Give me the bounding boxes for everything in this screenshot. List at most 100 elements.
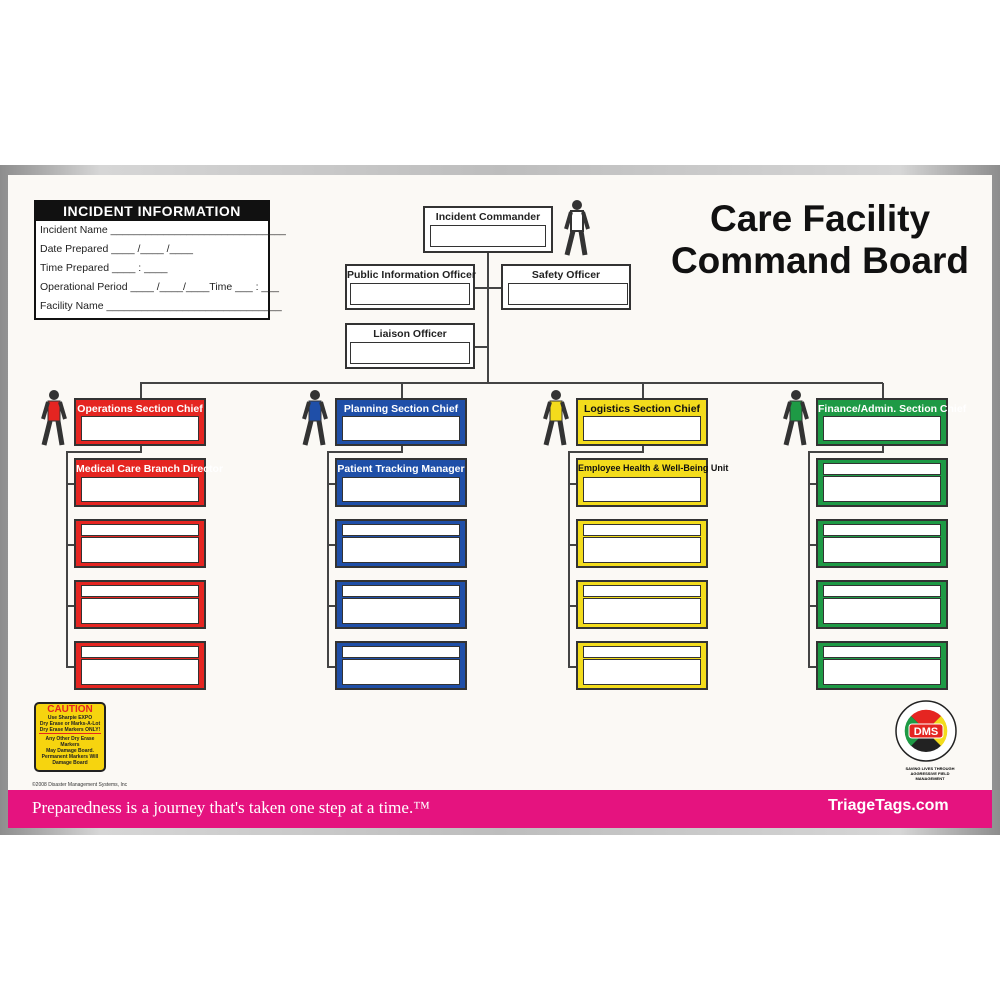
unit-box — [576, 641, 708, 690]
connector — [475, 287, 501, 289]
connector — [808, 605, 816, 607]
connector — [487, 253, 489, 384]
name-field[interactable] — [81, 477, 199, 502]
name-field[interactable] — [81, 598, 199, 624]
liaison-officer-box: Liaison Officer — [345, 323, 475, 369]
title-field[interactable] — [342, 646, 460, 658]
section-chief-box: Operations Section Chief — [74, 398, 206, 446]
name-field[interactable] — [81, 659, 199, 685]
caution-line: Any Other Dry Erase Markers — [45, 736, 95, 748]
connector — [327, 451, 403, 453]
connector — [327, 666, 335, 668]
name-field[interactable] — [350, 342, 470, 364]
title-line-2: Command Board — [670, 240, 970, 281]
title-field[interactable] — [583, 646, 701, 658]
connector — [568, 451, 644, 453]
caution-line: Use Sharpie EXPO — [47, 715, 93, 721]
facility-name-row: Facility Name __________________________… — [40, 300, 282, 312]
section-chief-box: Planning Section Chief — [335, 398, 467, 446]
name-field[interactable] — [342, 659, 460, 685]
connector — [568, 544, 576, 546]
name-field[interactable] — [583, 416, 701, 441]
logo-text: DMS — [914, 726, 938, 738]
name-field[interactable] — [823, 598, 941, 624]
incident-commander-box: Incident Commander — [423, 206, 553, 253]
caution-line: Damage Board — [52, 760, 88, 766]
website-link[interactable]: TriageTags.com — [828, 797, 949, 814]
unit-box: Patient Tracking Manager — [335, 458, 467, 507]
name-field[interactable] — [342, 416, 460, 441]
connector — [808, 451, 884, 453]
name-field[interactable] — [823, 537, 941, 563]
connector — [66, 451, 68, 667]
connector — [642, 383, 644, 398]
name-field[interactable] — [583, 477, 701, 502]
title-field[interactable] — [823, 585, 941, 597]
title-field[interactable] — [583, 585, 701, 597]
unit-box: Medical Care Branch Director — [74, 458, 223, 507]
name-field[interactable] — [823, 416, 941, 441]
box-label: Finance/Admin. Section Chief — [818, 403, 967, 415]
name-field[interactable] — [430, 225, 546, 247]
box-label: Safety Officer — [531, 269, 601, 281]
title-field[interactable] — [583, 524, 701, 536]
connector — [808, 666, 816, 668]
name-field[interactable] — [823, 476, 941, 502]
title-field[interactable] — [342, 585, 460, 597]
title-field[interactable] — [823, 463, 941, 475]
copyright: ©2008 Disaster Management Systems, Inc — [32, 782, 128, 788]
connector — [882, 383, 884, 398]
name-field[interactable] — [342, 537, 460, 563]
unit-box — [576, 580, 708, 629]
title-field[interactable] — [342, 524, 460, 536]
title-field[interactable] — [823, 646, 941, 658]
connector — [808, 544, 816, 546]
incident-info-heading: INCIDENT INFORMATION — [36, 202, 268, 221]
name-field[interactable] — [583, 537, 701, 563]
name-field[interactable] — [81, 416, 199, 441]
name-field[interactable] — [350, 283, 470, 305]
connector — [140, 382, 883, 384]
section-chief-box: Finance/Admin. Section Chief — [816, 398, 967, 446]
connector — [401, 383, 403, 398]
box-label: Planning Section Chief — [343, 403, 459, 415]
unit-box — [74, 641, 206, 690]
safety-officer-box: Safety Officer — [501, 264, 631, 310]
box-label: Operations Section Chief — [77, 403, 203, 415]
name-field[interactable] — [81, 537, 199, 563]
unit-box — [335, 641, 467, 690]
name-field[interactable] — [342, 598, 460, 624]
name-field[interactable] — [583, 659, 701, 685]
unit-box — [335, 580, 467, 629]
unit-box — [816, 580, 948, 629]
person-icon — [564, 200, 590, 256]
connector — [327, 483, 335, 485]
connector — [568, 666, 576, 668]
title-field[interactable] — [81, 585, 199, 597]
caution-heading: CAUTION — [47, 704, 93, 715]
connector — [882, 446, 884, 452]
name-field[interactable] — [823, 659, 941, 685]
date-prepared-row: Date Prepared ____ /____ /____ — [40, 243, 193, 255]
title-line-1: Care Facility — [709, 198, 931, 239]
incident-information-panel: INCIDENT INFORMATION Incident Name _____… — [34, 200, 286, 320]
box-label: Employee Health & Well-Being Unit — [578, 463, 729, 473]
title-field[interactable] — [823, 524, 941, 536]
unit-box — [74, 580, 206, 629]
unit-box — [816, 641, 948, 690]
caution-line: Permanent Markers Will — [41, 754, 99, 760]
name-field[interactable] — [342, 477, 460, 502]
connector — [66, 483, 74, 485]
footer-band — [8, 790, 992, 828]
name-field[interactable] — [508, 283, 628, 305]
title-field[interactable] — [81, 524, 199, 536]
section-chief-box: Logistics Section Chief — [576, 398, 708, 446]
connector — [401, 446, 403, 452]
person-icon — [41, 390, 67, 446]
person-icon — [783, 390, 809, 446]
name-field[interactable] — [583, 598, 701, 624]
incident-name-row: Incident Name __________________________… — [40, 224, 286, 236]
title-field[interactable] — [81, 646, 199, 658]
page-title: Care Facility Command Board — [660, 198, 980, 282]
dms-logo: DMS — [895, 700, 957, 762]
